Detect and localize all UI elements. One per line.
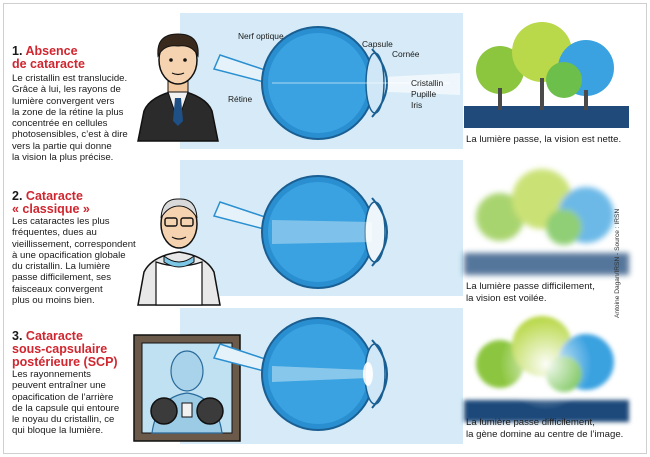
person-1-illustration <box>137 33 219 142</box>
person-2-illustration <box>137 198 221 306</box>
label-capsule: Capsule <box>362 39 393 49</box>
eye-diagram-3 <box>212 317 388 431</box>
tree-scene-3 <box>464 316 629 422</box>
label-pupil: Pupille <box>411 89 437 99</box>
section-1-title: 1. Absence de cataracte <box>12 44 85 71</box>
caption-3: La lumière passe difficilement, la gène … <box>466 417 624 440</box>
label-retina: Rétine <box>228 94 253 104</box>
section-2-text: Les cataractes les plus fréquentes, dues… <box>12 216 136 307</box>
caption-1: La lumière passe, la vision est nette. <box>466 134 622 145</box>
section-3-title: 3. Cataracte sous-capsulaire postérieure… <box>12 329 118 369</box>
infographic-frame <box>3 3 647 454</box>
tree-scene-1 <box>464 22 629 128</box>
eye-diagram-1 <box>212 26 460 140</box>
label-nerve: Nerf optique <box>238 31 284 41</box>
tree-scene-2 <box>464 169 629 275</box>
eye-diagram-2 <box>212 175 388 289</box>
section-2-title: 2. Cataracte « classique » <box>12 189 90 216</box>
label-cornea: Cornée <box>392 49 420 59</box>
label-lens: Cristallin <box>411 78 444 88</box>
label-iris: Iris <box>411 100 423 110</box>
caption-2: La lumière passe difficilement, la visio… <box>466 281 595 304</box>
section-3-text: Les rayonnements peuvent entraîner une o… <box>12 369 120 437</box>
image-credit: Antoine Dagan/IRSN - Source : IRSN <box>614 208 621 318</box>
section-1-text: Le cristallin est translucide. Grâce à l… <box>12 73 128 164</box>
